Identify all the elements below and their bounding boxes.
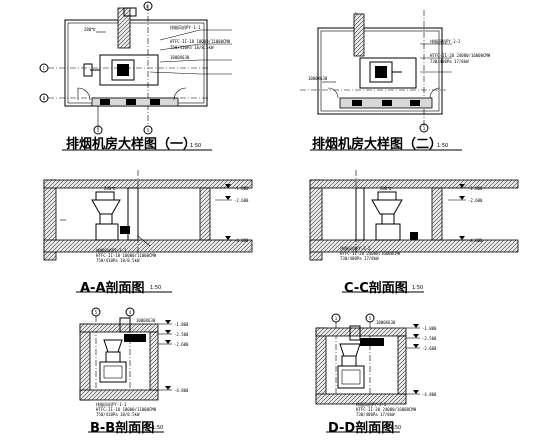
plan-2-drawing <box>300 10 452 133</box>
grid-label-dd-a: 1 <box>335 316 338 321</box>
grid-label-bb-a: 5 <box>95 310 98 315</box>
section-cc-fan-perf: 730/400Pa 17/8kW <box>340 256 379 261</box>
plan-2-fan-tag: 排烟风机PY-2-2 <box>430 38 461 44</box>
plan-1-duct-size: 1000X630 <box>170 55 190 60</box>
section-cc-scale: 1:50 <box>412 285 424 291</box>
section-aa-elev-3: -4.800 <box>234 238 249 243</box>
section-cc-elev-3: -4.800 <box>468 238 483 243</box>
plan-2-room-outline <box>317 27 443 115</box>
grid-label-plan1-top: 4 <box>146 4 149 9</box>
section-cc-elev-1: -1.800 <box>468 186 483 191</box>
section-bb-elev-1: -1.800 <box>174 322 189 327</box>
section-bb-fan-perf: 750/410Pa 18/8.5kW <box>96 412 140 417</box>
section-aa-elev-1: -1.800 <box>234 186 249 191</box>
grid-bubble-plan1-left-a <box>39 63 49 73</box>
section-dd-duct: 1000X630 <box>376 320 396 325</box>
grid-label-plan1-left-a: C <box>43 66 46 71</box>
section-cc-drawing <box>309 170 519 261</box>
grid-bubble-plan1-bottom-b <box>143 125 153 135</box>
section-bb-elev-3: -2.600 <box>174 342 189 347</box>
section-dd-fan <box>339 343 361 357</box>
section-dd-elev-3: -2.600 <box>422 346 437 351</box>
section-dd-scale: 1:50 <box>390 425 402 431</box>
plan-2-fan-spec: HTFC-II-20 24000/16000CMH <box>430 53 491 58</box>
section-bb-fan <box>103 339 123 353</box>
section-dd-elev-2: -2.500 <box>422 336 437 341</box>
section-dd-title: D-D剖面图 <box>328 421 395 436</box>
plan-1-title: 排烟机房大样图（一） <box>66 137 197 152</box>
plan-1-scale: 1:50 <box>190 143 202 149</box>
plan-1-room-outline <box>64 19 208 107</box>
plan-1-damper: 280℃ <box>84 27 96 32</box>
section-aa-title: A-A剖面图 <box>80 281 145 296</box>
section-dd-fan-perf: 730/400Pa 17/8kW <box>356 412 395 417</box>
plan-2-title: 排烟机房大样图（二） <box>312 137 443 152</box>
section-dd-elev-1: -1.800 <box>422 326 437 331</box>
grid-label-dd-b: 5 <box>369 316 372 321</box>
plan-2-fan-perf: 730/400Pa 17/8kW <box>430 59 469 64</box>
grid-bubble-plan2-bottom <box>419 123 429 133</box>
section-cc-elev-2: -2.600 <box>468 198 483 203</box>
section-cc-fan-spec: HTFC-II-20 24000/16000CMH <box>340 251 401 256</box>
section-cc-title: C-C剖面图 <box>344 281 408 296</box>
section-bb-duct: 1000X630 <box>136 318 156 323</box>
section-cc-fan-tag: 排烟风机PY-2-2 <box>340 245 371 251</box>
section-aa-damper: 280℃ <box>104 186 116 191</box>
section-aa-scale: 1:50 <box>150 285 162 291</box>
section-dd-elev-4: -4.800 <box>422 392 437 397</box>
grid-label-bb-b: 4 <box>129 310 132 315</box>
plan-2-scale: 1:50 <box>437 143 449 149</box>
plan-1-fan-tag: 排烟风机PY-1-1 <box>170 24 201 30</box>
section-dd-fan-tag: 排烟风机PY-2-2 <box>356 401 387 407</box>
grid-label-plan1-left-b: B <box>43 96 46 101</box>
plan-1-fan-perf: 750/410Pa 18/8.5kW <box>170 45 214 50</box>
section-aa-drawing <box>43 170 253 261</box>
section-bb-elev-4: -4.800 <box>174 388 189 393</box>
section-aa-fan-perf: 750/410Pa 18/8.5kW <box>96 258 140 263</box>
section-aa-elev-2: -2.600 <box>234 198 249 203</box>
section-cc-fan <box>371 199 403 215</box>
plan-2-fan-frame <box>359 57 417 89</box>
grid-label-plan1-bottom-b: 5 <box>147 128 150 133</box>
section-bb-scale: 1:50 <box>152 425 164 431</box>
section-cc-damper: 280℃ <box>380 186 392 191</box>
plan-1-fan-spec: HTFC-II-18 18000/11000CMH <box>170 39 231 44</box>
grid-bubble-plan1-top <box>143 1 153 11</box>
section-aa-fan-tag: 排烟风机PY-1-1 <box>96 247 127 253</box>
grid-label-plan2-bottom: 1 <box>423 126 426 131</box>
grid-label-plan1-bottom-a: 1 <box>97 128 100 133</box>
section-bb-title: B-B剖面图 <box>90 421 155 436</box>
section-bb-fan-tag: 排烟风机PY-1-1 <box>96 401 127 407</box>
section-aa-fan <box>91 199 121 215</box>
grid-bubble-plan1-bottom-a <box>93 125 103 135</box>
section-dd-fan-spec: HTFC-II-20 24000/16000CMH <box>356 407 417 412</box>
plan-2-duct-size: 1000X630 <box>308 76 328 81</box>
section-bb-drawing <box>79 307 172 401</box>
section-aa-fan-spec: HTFC-II-18 18000/11000CMH <box>96 253 157 258</box>
section-dd-drawing <box>315 313 420 405</box>
grid-bubble-plan1-left-b <box>39 93 49 103</box>
section-bb-elev-2: -2.500 <box>174 332 189 337</box>
plan-1-drawing <box>39 1 232 135</box>
section-bb-fan-spec: HTFC-II-18 18000/11000CMH <box>96 407 157 412</box>
